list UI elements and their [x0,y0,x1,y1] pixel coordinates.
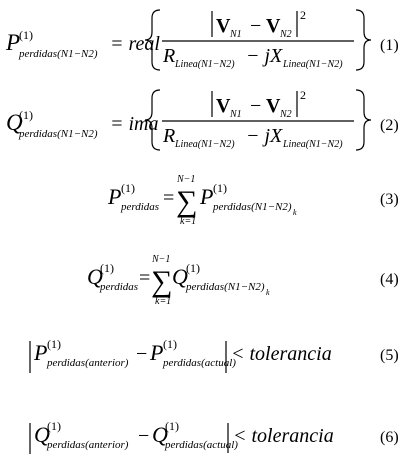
eq1-den-r: R [162,45,175,67]
eq3-rhs-subscript: perdidas(N1−N2) [212,201,292,213]
eq6-a-symbol: Q [34,422,50,447]
eq2-left-brace [144,89,161,151]
eq1-num-exponent: 2 [300,8,306,22]
eq2-num-v2-sub: N2 [279,109,292,120]
eq3-equals: = [163,187,174,209]
eq2-num-v1-sub: N1 [229,109,242,120]
eq5-b-superscript: (1) [163,337,177,351]
eq5-a-superscript: (1) [47,337,61,351]
eq6-a-superscript: (1) [47,419,61,433]
eq3-sum-sign: ∑ [176,185,197,218]
eq3-sum-lower: k=1 [180,216,196,227]
eq2-lhs-symbol: Q [6,110,23,135]
eq4-rhs-subscript-k: k [266,288,270,297]
eq5-relation: < tolerancia [231,343,332,365]
eq5-b-symbol: P [149,340,163,365]
eq2-den-x-sub: Linea(N1−N2) [282,139,343,150]
eq6-b-symbol: Q [152,422,168,447]
eq2-num-v2: V [266,95,281,117]
equation-6: Q (1) perdidas(anterior) − Q (1) perdida… [29,419,399,455]
eq6-minus: − [138,425,149,447]
eq1-lhs-superscript: (1) [19,28,33,42]
eq2-number: (2) [380,117,399,134]
eq4-rhs-subscript: perdidas(N1−N2) [185,281,265,293]
eq1-num-v1: V [216,15,231,37]
eq1-num-v2-sub: N2 [279,29,292,40]
eq3-lhs-superscript: (1) [121,181,135,195]
equation-1: P (1) perdidas(N1−N2) = real V N1 − V N2… [5,8,399,71]
eq3-rhs-superscript: (1) [213,181,227,195]
eq4-lhs-superscript: (1) [100,261,114,275]
eq3-rhs-subscript-k: k [293,208,297,217]
eq2-num-exponent: 2 [300,88,306,102]
eq4-rhs-symbol: Q [172,264,188,289]
equation-3: P (1) perdidas = N−1 ∑ k=1 P (1) perdida… [107,174,399,227]
eq2-den-r: R [162,125,175,147]
eq6-b-subscript: perdidas(actual) [164,439,238,451]
eq1-den-x-sub: Linea(N1−N2) [282,59,343,70]
eq4-lhs-symbol: Q [87,264,103,289]
eq6-relation: < tolerancia [233,425,334,447]
eq3-number: (3) [380,191,399,208]
eq1-num-v1-sub: N1 [229,29,242,40]
eq4-lhs-subscript: perdidas [99,281,138,293]
eq6-a-subscript: perdidas(anterior) [46,439,129,451]
eq5-a-symbol: P [33,340,47,365]
eq4-rhs-superscript: (1) [186,261,200,275]
eq1-left-brace [144,9,161,71]
eq2-num-minus: − [250,95,261,117]
eq6-b-superscript: (1) [165,419,179,433]
eq1-right-brace [355,9,372,71]
eq1-lhs-symbol: P [5,30,20,55]
eq2-num-v1: V [216,95,231,117]
eq2-right-brace [355,89,372,151]
eq5-number: (5) [380,347,399,364]
eq1-function: = real [110,33,160,55]
eq3-sum-upper: N−1 [176,174,195,185]
eq1-den-r-sub: Linea(N1−N2) [174,59,235,70]
eq5-minus: − [136,343,147,365]
eq3-rhs-symbol: P [199,184,213,209]
equation-5: P (1) perdidas(anterior) − P (1) perdida… [29,337,399,373]
eq1-lhs-subscript: perdidas(N1−N2) [18,48,98,60]
eq5-b-subscript: perdidas(actual) [162,357,236,369]
eq3-lhs-symbol: P [107,184,121,209]
eq2-den-r-sub: Linea(N1−N2) [174,139,235,150]
equation-4: Q (1) perdidas = N−1 ∑ k=1 Q (1) perdida… [87,254,399,307]
eq3-lhs-subscript: perdidas [120,201,159,213]
eq1-num-minus: − [250,15,261,37]
eq4-sum-upper: N−1 [151,254,170,265]
eq4-number: (4) [380,271,399,288]
eq1-number: (1) [380,37,399,54]
eq1-num-v2: V [266,15,281,37]
eq2-function: = ima [110,113,159,135]
eq4-sum-sign: ∑ [151,265,172,298]
eq1-den-mid: − jX [246,45,283,67]
equation-2: Q (1) perdidas(N1−N2) = ima V N1 − V N2 … [6,88,399,151]
eq6-number: (6) [380,429,399,446]
eq2-den-mid: − jX [246,125,283,147]
eq2-lhs-superscript: (1) [19,108,33,122]
eq5-a-subscript: perdidas(anterior) [46,357,129,369]
eq2-lhs-subscript: perdidas(N1−N2) [18,128,98,140]
eq4-equals: = [139,267,150,289]
eq4-sum-lower: k=1 [155,296,171,307]
